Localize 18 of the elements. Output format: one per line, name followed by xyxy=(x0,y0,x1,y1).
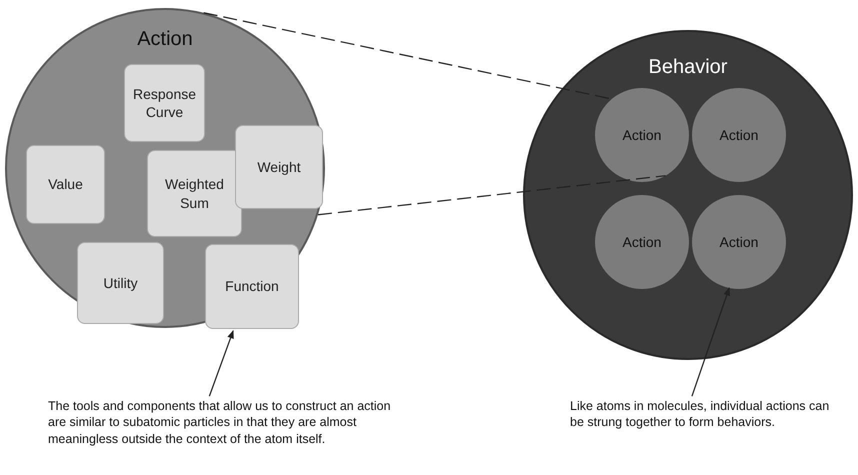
component-card: Value xyxy=(26,145,105,224)
small-circle: Action xyxy=(595,88,689,182)
circle-title: Action xyxy=(136,28,194,51)
dashed-line xyxy=(204,12,612,100)
component-card: Utility xyxy=(77,242,164,324)
component-card: Weight xyxy=(235,125,323,209)
leader-line xyxy=(208,330,234,396)
annotation-text: The tools and components that allow us to construct an action are similar to subatomic particles in that they are almost meaningless outside the context of the atom itself. xyxy=(48,398,393,447)
annotation-text: Like atoms in molecules, individual actions can be strung together to form behaviors. xyxy=(570,398,830,430)
small-circle: Action xyxy=(595,195,689,289)
leader-line xyxy=(691,287,730,396)
small-circle: Action xyxy=(692,195,786,289)
component-card: Function xyxy=(205,244,299,329)
component-card: Response Curve xyxy=(124,64,205,142)
circle-title: Behavior xyxy=(648,56,728,79)
dashed-line xyxy=(318,175,666,216)
small-circle: Action xyxy=(692,88,786,182)
component-card: Weighted Sum xyxy=(147,150,242,237)
